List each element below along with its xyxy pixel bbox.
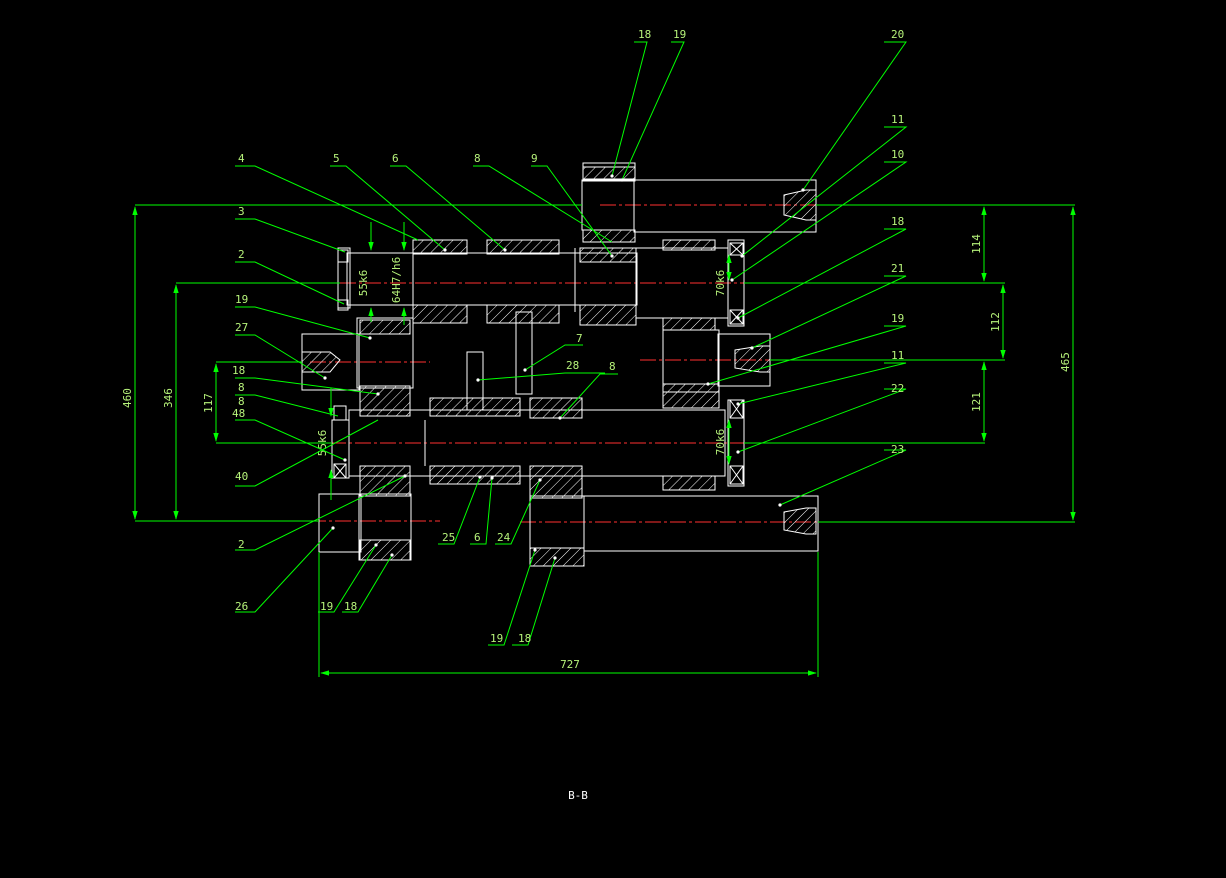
keyway-middle-left (301, 351, 341, 373)
bearing-input-right-bottom (729, 309, 744, 325)
bearing-input-right-top (729, 242, 744, 256)
part-label-20: 20 (891, 28, 904, 41)
input-shaft-end (337, 247, 351, 309)
dim-114: 114 (970, 234, 983, 254)
part-label-24: 24 (497, 531, 511, 544)
hatch-input-ring-a (662, 239, 716, 251)
keyways (301, 189, 817, 535)
part-label-18-bottom: 18 (518, 632, 531, 645)
part-label-19-top: 19 (673, 28, 686, 41)
hatch-output-ring-b (662, 475, 716, 491)
hatch-output-coupling (429, 397, 521, 417)
part-label-10: 10 (891, 148, 904, 161)
dim-121: 121 (970, 392, 983, 412)
part-label-25: 25 (442, 531, 455, 544)
leader-lines (235, 41, 908, 646)
fit-55k6-lower: 55k6 (316, 430, 329, 457)
part-label-18-right: 18 (891, 215, 904, 228)
part-label-8-left-b: 8 (238, 395, 245, 408)
part-label-8-center: 8 (609, 360, 616, 373)
hatch-input-left-gear-a (412, 239, 468, 255)
part-label-5: 5 (333, 152, 340, 165)
keyway-bottom-shaft (783, 507, 817, 535)
part-label-19-bottom: 19 (490, 632, 503, 645)
part-label-6-top: 6 (392, 152, 399, 165)
bearing-output-left-bottom (333, 463, 347, 479)
part-label-18-left: 18 (232, 364, 245, 377)
part-label-28: 28 (566, 359, 579, 372)
dim-465: 465 (1059, 352, 1072, 372)
part-label-11-top: 11 (891, 113, 904, 126)
part-label-4: 4 (238, 152, 245, 165)
fit-55k6-upper: 55k6 (357, 270, 370, 297)
hatch-input-right-a (579, 247, 637, 263)
hatched-sections (359, 166, 720, 567)
hatch-middle-gear-b (359, 385, 411, 417)
fit-70k6-lower: 70k6 (714, 429, 727, 456)
hatch-output-left-gear (359, 465, 411, 497)
part-label-18-bottom-left: 18 (344, 600, 357, 613)
part-label-8-top: 8 (474, 152, 481, 165)
dim-117: 117 (202, 393, 215, 413)
part-label-21: 21 (891, 262, 904, 275)
part-label-19-left: 19 (235, 293, 248, 306)
fork-lower (515, 311, 533, 395)
fit-64h7: 64H7/h6 (390, 257, 403, 303)
bearing-input-left-bottom (337, 299, 349, 311)
hatch-intermediate-a (662, 383, 720, 409)
part-label-6-bottom: 6 (474, 531, 481, 544)
part-label-8-left-a: 8 (238, 381, 245, 394)
hatch-input-ring-b (662, 317, 716, 331)
part-label-22: 22 (891, 382, 904, 395)
part-label-19-bottom-left: 19 (320, 600, 333, 613)
part-label-19-right: 19 (891, 312, 904, 325)
part-label-9: 9 (531, 152, 538, 165)
leader-dots (323, 174, 805, 560)
bearing-output-left-top (333, 405, 347, 421)
hatch-middle-gear-a (359, 319, 411, 335)
dim-727: 727 (560, 658, 580, 671)
part-label-7: 7 (576, 332, 583, 345)
part-label-11-right: 11 (891, 349, 904, 362)
part-label-2-lower: 2 (238, 538, 245, 551)
dimension-texts: 460 346 117 114 112 121 465 727 55k6 64H… (121, 234, 1072, 671)
part-label-27: 27 (235, 321, 248, 334)
bearing-output-right-top (729, 399, 744, 419)
hatch-output-sleeve (529, 397, 583, 419)
bearing-output-right-bottom (729, 465, 744, 485)
intermediate-gear (662, 329, 720, 393)
hatch-lower-left-gear (359, 539, 411, 561)
hatch-input-left-gear-b (412, 304, 468, 324)
dimension-lines (132, 204, 1076, 677)
hatch-input-right-b (579, 304, 637, 326)
hatch-output-gear-mid (429, 465, 521, 485)
hatch-top-gear-a (582, 166, 636, 180)
part-labels: 18 19 20 11 10 18 21 19 11 22 23 4 5 6 8… (232, 28, 904, 645)
part-label-2-upper: 2 (238, 248, 245, 261)
bearing-input-left-top (337, 249, 349, 263)
hatch-output-gear-right (529, 465, 583, 499)
bottom-shaft (583, 495, 819, 552)
lower-left-shaft (318, 493, 362, 553)
view-caption: B-B (568, 789, 588, 802)
keyway-intermediate (734, 345, 771, 373)
dim-112: 112 (989, 312, 1002, 332)
part-label-26: 26 (235, 600, 248, 613)
part-label-23: 23 (891, 443, 904, 456)
part-label-3: 3 (238, 205, 245, 218)
part-label-40: 40 (235, 470, 248, 483)
fit-70k6-upper: 70k6 (714, 270, 727, 297)
part-label-48: 48 (232, 407, 245, 420)
dim-460: 460 (121, 388, 134, 408)
bearings (333, 242, 744, 485)
hatch-input-coupling-b (486, 304, 560, 324)
hatch-input-coupling-a (486, 239, 560, 255)
hatch-bottom-gear (529, 547, 585, 567)
keyway-top-shaft (783, 189, 817, 221)
dim-346: 346 (162, 388, 175, 408)
part-label-18-top: 18 (638, 28, 651, 41)
